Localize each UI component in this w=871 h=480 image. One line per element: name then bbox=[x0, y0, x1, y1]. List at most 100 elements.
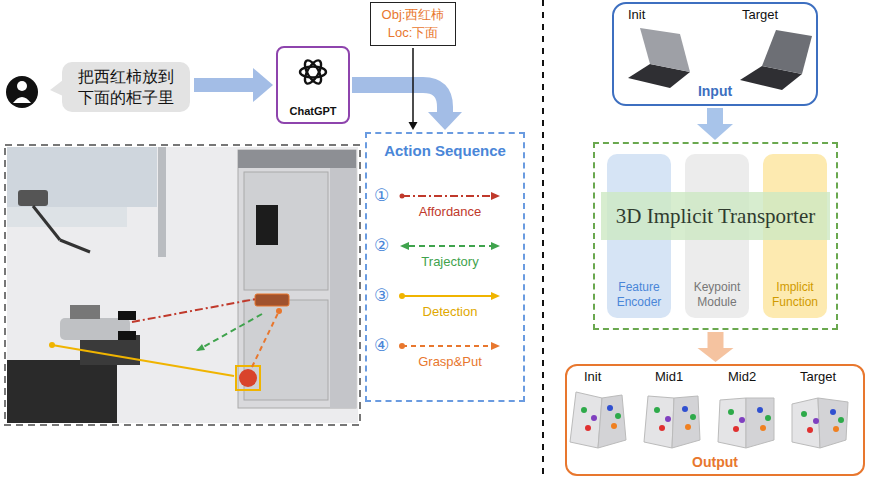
robot-scene-photo bbox=[5, 145, 360, 425]
robot-scene-photo bbox=[7, 147, 157, 207]
keypoint-figures bbox=[813, 418, 819, 424]
action-line-samples bbox=[491, 192, 500, 200]
keypoint-figures bbox=[733, 426, 739, 432]
keypoint-figures bbox=[585, 425, 591, 431]
keypoint-figures bbox=[598, 395, 626, 448]
keypoint-figures bbox=[611, 423, 617, 429]
arrow-head bbox=[697, 124, 733, 140]
keypoint-figures bbox=[591, 415, 597, 421]
chatgpt-logo bbox=[302, 58, 325, 86]
keypoint-figures bbox=[718, 398, 746, 448]
user-icon bbox=[6, 76, 38, 108]
keypoint-figures bbox=[807, 427, 813, 433]
keypoint-figures bbox=[818, 398, 848, 448]
node-box: 3D Implicit TransporterFeature EncoderKe… bbox=[593, 142, 838, 330]
robot-scene-photo bbox=[7, 147, 358, 423]
chatgpt-logo bbox=[300, 58, 326, 86]
robot-scene-photo bbox=[132, 299, 256, 322]
robot-scene-photo bbox=[238, 150, 356, 408]
connector-arrow bbox=[352, 85, 462, 130]
label-text: Trajectory bbox=[390, 254, 510, 270]
connector-line bbox=[708, 332, 724, 349]
robot-scene-photo bbox=[276, 308, 282, 314]
robot-scene-photo bbox=[118, 331, 136, 340]
keypoint-figures bbox=[570, 392, 626, 448]
robot-scene-photo bbox=[244, 300, 328, 400]
node-text: Implicit Function bbox=[765, 280, 825, 310]
keypoint-figures bbox=[644, 396, 700, 448]
robot-scene-photo bbox=[252, 311, 279, 367]
keypoint-figures bbox=[682, 406, 688, 412]
action-line-samples bbox=[402, 195, 492, 197]
keypoint-figures bbox=[765, 415, 771, 421]
robot-scene-photo bbox=[239, 369, 257, 387]
keypoint-figures bbox=[760, 425, 766, 431]
keypoint-figures bbox=[757, 407, 763, 413]
node-text: Obj:西红柿 bbox=[382, 6, 445, 24]
robot-scene-photo bbox=[60, 240, 90, 252]
arrow-head bbox=[409, 122, 418, 130]
label-text: Init bbox=[628, 7, 645, 23]
robot-scene-photo bbox=[196, 344, 205, 351]
label-text: Target bbox=[742, 7, 778, 23]
keypoint-figures bbox=[728, 409, 734, 415]
label-text: Init bbox=[584, 369, 601, 385]
keypoint-figures bbox=[659, 425, 665, 431]
connector-line bbox=[707, 108, 723, 125]
label-text: ① bbox=[374, 185, 389, 205]
user-icon bbox=[17, 81, 27, 91]
robot-scene-photo bbox=[158, 147, 166, 257]
user-icon bbox=[6, 76, 38, 108]
label-text: Grasp&Put bbox=[390, 354, 510, 370]
robot-scene-photo bbox=[18, 190, 48, 206]
laptop-images bbox=[628, 28, 812, 90]
action-line-samples bbox=[409, 245, 491, 247]
robot-scene-photo bbox=[52, 345, 234, 376]
action-line-samples bbox=[402, 295, 492, 297]
chatgpt-logo bbox=[302, 58, 325, 86]
keypoint-figures bbox=[570, 392, 848, 448]
keypoint-figures bbox=[685, 424, 691, 430]
keypoint-figures bbox=[690, 414, 696, 420]
keypoint-figures bbox=[830, 409, 836, 415]
connector-arrow bbox=[698, 332, 734, 362]
keypoint-figures bbox=[792, 398, 848, 448]
keypoint-figures bbox=[718, 398, 774, 448]
label-text: Mid1 bbox=[655, 369, 683, 385]
node-text: ChatGPT bbox=[278, 105, 348, 117]
robot-scene-photo bbox=[330, 168, 356, 408]
node-text: 3D Implicit Transporter bbox=[601, 192, 830, 240]
robot-scene-photo bbox=[33, 206, 60, 240]
laptop-images bbox=[640, 28, 690, 72]
node-text: Action Sequence bbox=[367, 142, 523, 159]
keypoint-figures bbox=[607, 405, 613, 411]
keypoint-figures bbox=[833, 426, 839, 432]
node-box: 把西红柿放到 下面的柜子里 bbox=[62, 62, 190, 112]
keypoint-figures bbox=[746, 398, 774, 448]
user-icon bbox=[13, 97, 31, 103]
label-text: ② bbox=[374, 235, 389, 255]
node-text: Feature Encoder bbox=[609, 280, 669, 310]
node-text: Input bbox=[614, 83, 816, 99]
action-line-samples bbox=[491, 242, 500, 250]
label-text: ③ bbox=[374, 285, 389, 305]
node-text: Output bbox=[567, 454, 863, 470]
connector-arrow bbox=[194, 68, 273, 102]
action-line-samples bbox=[400, 242, 409, 250]
action-line-samples bbox=[402, 345, 492, 347]
connector-arrow bbox=[409, 48, 418, 130]
divider-line bbox=[542, 0, 544, 480]
node-box: Obj:西红柿Loc:下面 bbox=[370, 2, 456, 46]
robot-scene-photo bbox=[256, 205, 278, 245]
keypoint-figures bbox=[665, 416, 671, 422]
robot-scene-photo bbox=[244, 172, 328, 290]
node-text: 把西红柿放到 下面的柜子里 bbox=[74, 66, 178, 108]
label-text: Mid2 bbox=[728, 369, 756, 385]
arrow-head bbox=[253, 68, 273, 102]
keypoint-figures bbox=[801, 411, 807, 417]
keypoint-figures bbox=[792, 398, 820, 448]
keypoint-figures bbox=[615, 413, 621, 419]
keypoint-figures bbox=[570, 392, 602, 448]
